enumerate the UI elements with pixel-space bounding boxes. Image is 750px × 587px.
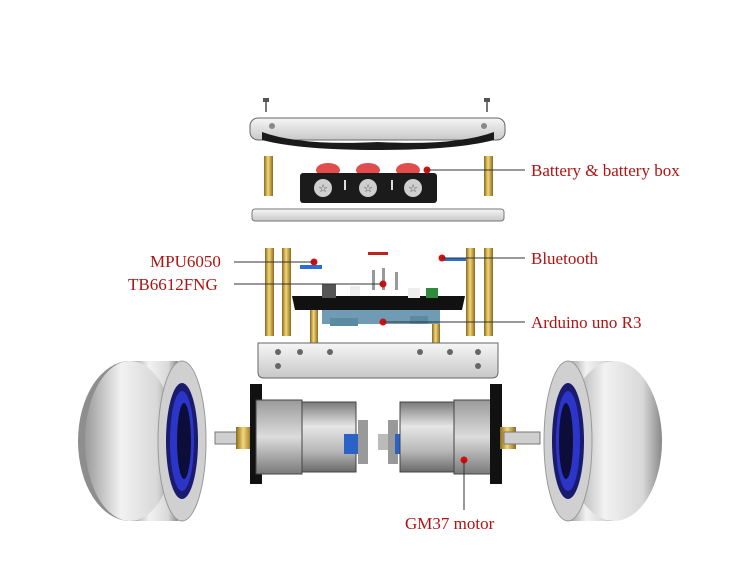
- callout-mpu6050: [234, 258, 318, 266]
- right-motor: [378, 384, 541, 484]
- left-wheel: [78, 360, 207, 522]
- middle-plate: [251, 208, 505, 222]
- battery-box: ☆ ☆ ☆: [300, 163, 437, 203]
- label-mpu6050: MPU6050: [150, 252, 221, 271]
- callout-battery: [423, 166, 525, 174]
- label-bluetooth: Bluetooth: [531, 249, 599, 268]
- bottom-plate: [257, 342, 499, 379]
- top-plate: [249, 98, 506, 150]
- star-icon: ☆: [408, 183, 418, 195]
- callout-tb6612fng: [234, 280, 387, 288]
- right-wheel: [543, 360, 662, 522]
- callout-motor: [460, 456, 468, 510]
- callout-arduino: [379, 318, 525, 326]
- star-icon: ☆: [318, 183, 328, 195]
- label-battery: Battery & battery box: [531, 161, 680, 180]
- mpu6050-module: [300, 265, 322, 269]
- star-icon: ☆: [363, 183, 373, 195]
- screw-icon: [484, 98, 490, 112]
- bluetooth-module: [368, 252, 466, 261]
- label-arduino: Arduino uno R3: [531, 313, 642, 332]
- board-standoffs: [265, 248, 493, 345]
- left-motor: [214, 384, 368, 484]
- screw-icon: [263, 98, 269, 112]
- battery-standoffs: [264, 156, 493, 196]
- label-motor: GM37 motor: [405, 514, 495, 533]
- callout-bluetooth: [438, 254, 525, 262]
- tb6612fng-module: [372, 268, 398, 290]
- label-tb6612fng: TB6612FNG: [128, 275, 218, 294]
